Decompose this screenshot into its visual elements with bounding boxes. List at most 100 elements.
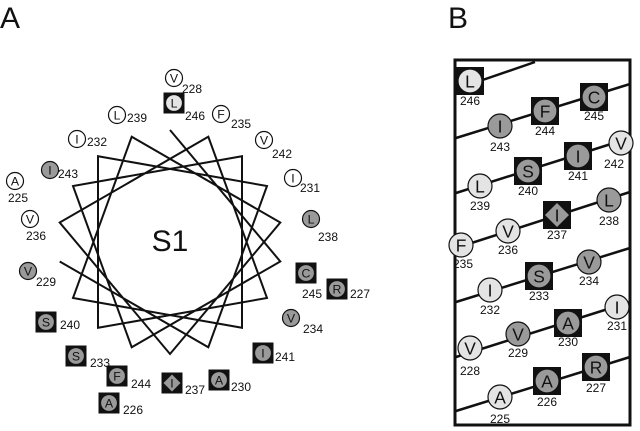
residue-number: 237 [185,383,205,397]
residue-L246: L 246 [456,67,484,108]
residue-number: 239 [470,199,490,213]
residue-number: 244 [131,377,151,391]
residue-number: 225 [490,412,510,426]
residue-circle [515,158,541,184]
residue-letter: S [522,162,534,182]
residue-letter: V [287,312,296,326]
residue-number: 241 [275,350,295,364]
residue-letter: S [42,316,50,330]
residue-circle [505,321,531,347]
residue-number: 238 [318,230,338,244]
residue-number: 227 [586,381,606,395]
residue-letter: L [114,109,121,123]
residue-letter: A [215,374,224,388]
residue-circle [107,366,127,386]
residue-circle [281,308,301,328]
residue-letter: I [75,133,78,147]
residue-circle [581,84,607,110]
residue-circle [40,160,60,180]
residue-letter: I [555,206,560,226]
residue-number: 231 [607,319,627,333]
residue-A226: A 226 [533,367,561,409]
residue-number: 233 [529,289,549,303]
residue-number: 239 [127,111,147,125]
helical-wheel-lines [58,129,282,356]
residue-circle [576,249,602,275]
residue-circle [555,310,581,336]
residue-number: 243 [490,140,510,154]
residue-circle [36,312,56,332]
residue-circle [604,294,630,320]
residue-F244: F 244 [106,365,151,391]
residue-number: 226 [537,395,557,409]
residue-number: 230 [558,335,578,349]
residue-number: 227 [350,287,370,301]
residue-letter: V [170,72,179,86]
residue-number: 238 [599,214,619,228]
residue-number: 235 [231,117,251,131]
residue-letter: V [615,134,627,154]
residue-letter: F [113,370,121,384]
residue-circle [327,279,347,299]
residue-circle [467,173,493,199]
residue-diamond-marker [545,203,569,227]
residue-F235: F 235 [211,104,251,131]
residue-letter: L [475,177,485,197]
residue-circle [583,354,609,380]
residue-number: 230 [231,380,251,394]
residue-circle [99,393,119,413]
residue-circle [209,370,229,390]
residue-letter: I [488,281,493,301]
residue-letter: I [48,164,51,178]
residue-number: 234 [303,322,323,336]
residue-circle [608,130,634,156]
residue-S240: S 240 [514,157,542,198]
residue-letter: C [588,88,601,108]
residue-letter: A [541,372,553,392]
residue-circle [565,143,591,169]
wheel-path [58,129,282,356]
residue-letter: V [26,213,35,227]
helix-turn-line [455,300,631,359]
residue-number: 246 [460,94,480,108]
residue-number: 229 [36,275,56,289]
residue-number: 243 [58,167,78,181]
residue-circle [296,263,316,283]
residue-L239: L 239 [467,173,493,213]
residue-letter: V [24,265,33,279]
residue-circle [283,168,303,188]
residue-letter: L [465,72,475,92]
residue-number: 240 [518,184,538,198]
residue-circle [5,171,25,191]
residue-letter: I [576,147,581,167]
residue-number: 225 [8,191,28,205]
residue-letter: F [217,108,225,122]
residue-letter: I [170,377,173,391]
residue-circle [253,343,273,363]
residue-number: 245 [584,109,604,123]
residue-letter: S [72,350,80,364]
residue-letter: L [308,213,315,227]
residue-number: 242 [604,157,624,171]
